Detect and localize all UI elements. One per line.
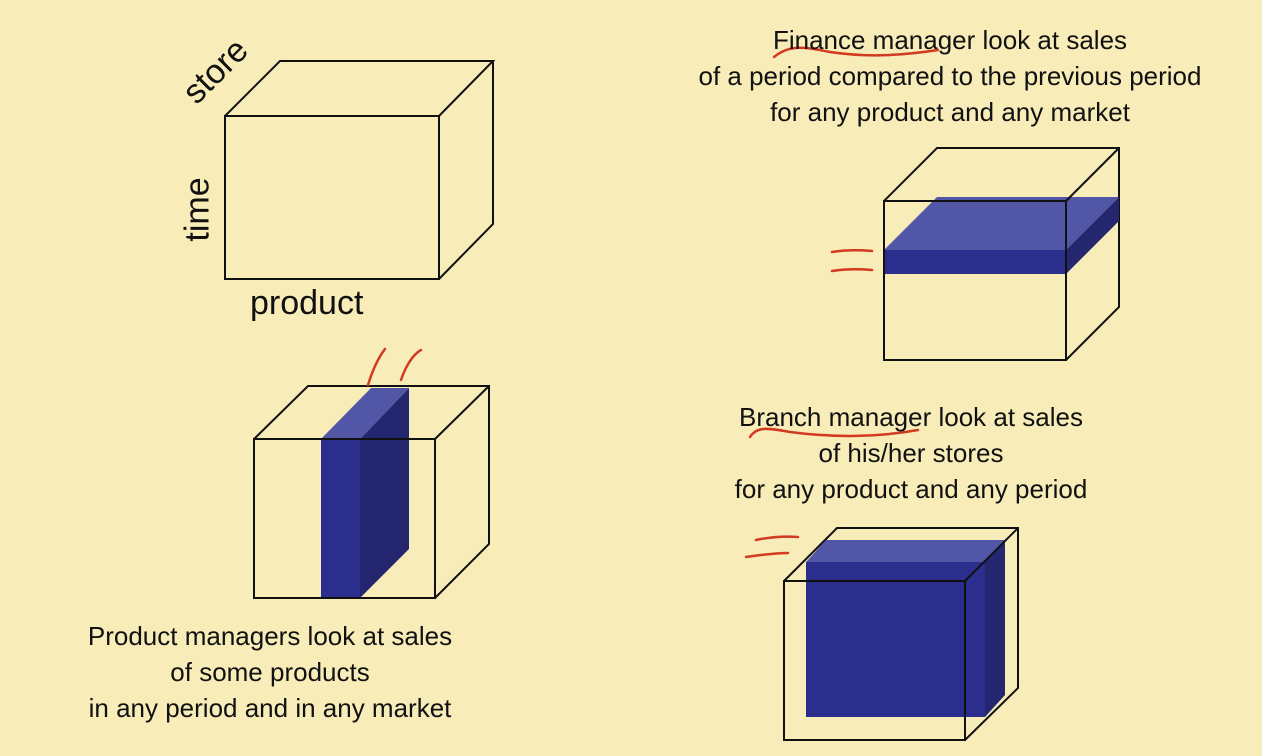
caption-line: of some products <box>170 657 370 687</box>
finance-manager-underline <box>772 46 940 59</box>
product-slice-cube <box>253 347 490 599</box>
annotation-marks <box>366 347 423 387</box>
caption-line: Finance manager look at sales <box>772 25 1128 55</box>
caption-line: for any product and any period <box>734 474 1088 504</box>
caption-line: Product managers look at sales <box>87 621 453 651</box>
finance-slice-cube <box>830 147 1120 361</box>
finance-slice-front <box>884 250 1066 274</box>
product-axis-label: product <box>250 284 364 322</box>
product-slice-top <box>321 388 409 439</box>
product-managers-caption: Product managers look at sales of some p… <box>20 618 520 726</box>
time-axis-label: time <box>178 177 217 242</box>
branch-manager-caption: Branch manager look at sales of his/her … <box>661 399 1161 507</box>
product-slice-front <box>321 439 360 598</box>
annotation-marks <box>830 249 874 273</box>
finance-slice-top <box>884 197 1119 250</box>
product-slice-side <box>360 388 409 598</box>
caption-line: of his/her stores <box>818 438 1004 468</box>
branch-slice-cube <box>744 527 1019 741</box>
branch-manager-underline <box>748 427 920 439</box>
caption-line: for any product and any market <box>770 97 1130 127</box>
axes-cube <box>224 60 496 280</box>
caption-line: in any period and in any market <box>88 693 452 723</box>
finance-slice-side <box>1066 197 1119 274</box>
caption-line: Branch manager look at sales <box>739 402 1083 432</box>
caption-line: of a period compared to the previous per… <box>698 61 1202 91</box>
branch-slice-front <box>806 562 985 717</box>
branch-slice-top <box>806 540 1005 562</box>
finance-manager-caption: Finance manager look at sales of a perio… <box>650 22 1250 130</box>
branch-slice-side <box>985 540 1005 717</box>
annotation-marks <box>744 535 800 559</box>
